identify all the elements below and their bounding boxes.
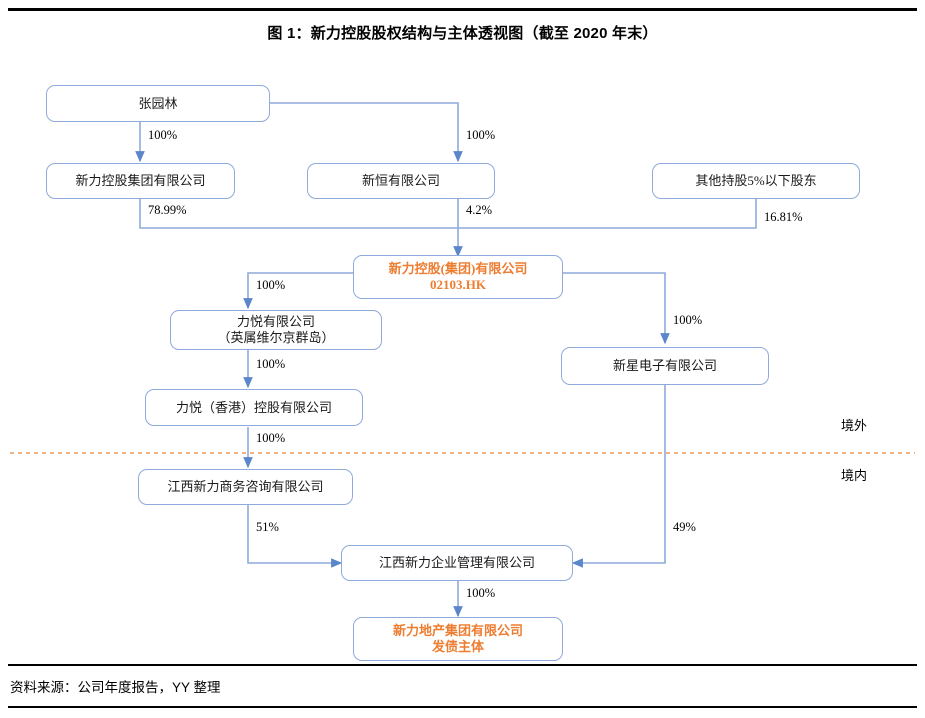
node-xinxing-electronics[interactable]: 新星电子有限公司 xyxy=(561,347,769,385)
edge-label-liyue-bvi-to-liyue-hk: 100% xyxy=(256,357,286,371)
node-label: 新恒有限公司 xyxy=(361,173,440,189)
node-xinli-holding-group[interactable]: 新力控股集团有限公司 xyxy=(46,163,235,199)
node-liyue-hk[interactable]: 力悦（香港）控股有限公司 xyxy=(145,389,363,426)
footer-rule xyxy=(8,706,917,708)
node-label-line2: 发债主体 xyxy=(431,639,484,654)
node-label: 江西新力企业管理有限公司 xyxy=(378,555,535,571)
zone-label-offshore: 境外 xyxy=(841,418,868,433)
node-jiangxi-consulting[interactable]: 江西新力商务咨询有限公司 xyxy=(138,469,353,505)
node-ticker: 02103.HK xyxy=(430,277,486,292)
edge-label-holding-group-to-listed: 78.99% xyxy=(148,203,187,217)
node-xinli-holdings-listed[interactable]: 新力控股(集团)有限公司 02103.HK xyxy=(353,255,563,299)
node-label: 新星电子有限公司 xyxy=(612,358,717,374)
node-label: 张园林 xyxy=(138,95,178,111)
node-label: 江西新力商务咨询有限公司 xyxy=(167,479,324,495)
edge-label-management-to-real-estate: 100% xyxy=(466,586,496,600)
zone-label-onshore: 境内 xyxy=(841,468,868,483)
edge-label-listed-to-xinxing: 100% xyxy=(673,313,703,327)
top-rule xyxy=(8,8,917,11)
connector-lines xyxy=(10,102,915,618)
edge-label-others-to-listed: 16.81% xyxy=(764,210,803,224)
edge-label-zhang-to-xinheng: 100% xyxy=(466,128,496,142)
diagram-canvas: 张园林 新力控股集团有限公司 新恒有限公司 其他持股5%以下股东 新力控股(集团… xyxy=(0,60,925,661)
node-xinheng[interactable]: 新恒有限公司 xyxy=(307,163,495,199)
node-liyue-bvi[interactable]: 力悦有限公司 （英属维尔京群岛） xyxy=(170,310,382,350)
node-label-line1: 力悦有限公司 xyxy=(236,314,315,330)
edge-label-consulting-to-management: 51% xyxy=(256,520,279,534)
node-label: 其他持股5%以下股东 xyxy=(695,173,817,189)
node-label-line1: 新力地产集团有限公司 xyxy=(392,623,523,639)
node-zhang-yuanlin[interactable]: 张园林 xyxy=(46,85,270,122)
node-label-line1: 新力控股(集团)有限公司 xyxy=(388,261,528,277)
edge-label-zhang-to-holding-group: 100% xyxy=(148,128,178,142)
node-xinli-real-estate[interactable]: 新力地产集团有限公司 发债主体 xyxy=(353,617,563,661)
figure-title: 图 1：新力控股股权结构与主体透视图（截至 2020 年末） xyxy=(267,25,658,42)
node-label: 力悦（香港）控股有限公司 xyxy=(175,399,332,415)
edge-label-liyue-hk-to-consulting: 100% xyxy=(256,431,286,445)
node-jiangxi-management[interactable]: 江西新力企业管理有限公司 xyxy=(341,545,573,581)
node-other-shareholders[interactable]: 其他持股5%以下股东 xyxy=(652,163,860,199)
edge-label-listed-to-liyue-bvi: 100% xyxy=(256,278,286,292)
source-note: 资料来源：公司年度报告，YY 整理 xyxy=(10,680,221,695)
node-label: 新力控股集团有限公司 xyxy=(75,173,206,189)
edge-label-xinheng-to-listed: 4.2% xyxy=(466,203,493,217)
node-label-line2: （英属维尔京群岛） xyxy=(217,330,335,345)
edge-label-xinxing-to-management: 49% xyxy=(673,520,696,534)
bottom-rule xyxy=(8,664,917,666)
